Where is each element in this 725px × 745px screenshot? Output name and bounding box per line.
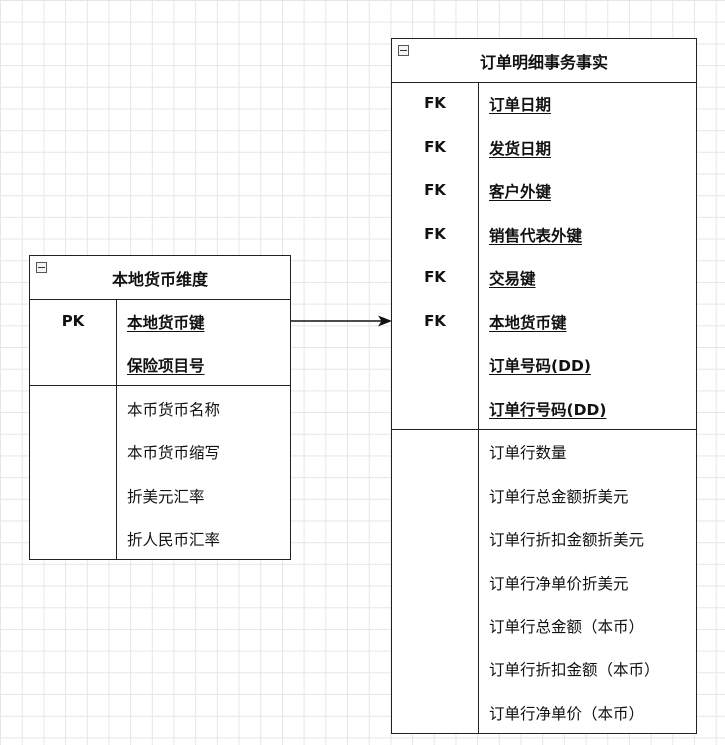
dimension-table[interactable]: 本地货币维度 PK 本地货币键 保险项目号 本币货币名称 本币货币缩写 折美元汇… (29, 255, 291, 560)
attribute: 订单行净单价折美元 (489, 575, 629, 593)
key-tag: FK (424, 94, 446, 112)
key-attribute: 订单日期 (489, 96, 552, 114)
key-attribute: 销售代表外键 (489, 227, 583, 245)
dimension-table-header: 本地货币维度 (30, 256, 290, 300)
fact-table[interactable]: 订单明细事务事实 FK 订单日期 FK 发货日期 FK 客户外键 FK 销售代表… (391, 38, 697, 734)
key-attribute: 订单号码(DD) (489, 357, 591, 375)
attribute: 折美元汇率 (127, 488, 205, 506)
collapse-icon[interactable] (398, 45, 409, 56)
key-tag: FK (424, 138, 446, 156)
dimension-table-divider (116, 299, 117, 559)
attribute: 订单行净单价（本币） (489, 705, 645, 723)
key-tag: FK (424, 312, 446, 330)
key-attribute: 订单行号码(DD) (489, 401, 607, 419)
key-attribute: 保险项目号 (127, 357, 205, 375)
key-attribute: 本地货币键 (489, 314, 567, 332)
fact-table-key-separator (392, 429, 696, 430)
key-attribute: 客户外键 (489, 183, 552, 201)
key-tag: FK (424, 268, 446, 286)
key-tag: PK (61, 312, 85, 330)
key-attribute: 交易键 (489, 270, 536, 288)
fact-table-header: 订单明细事务事实 (392, 39, 696, 83)
key-tag: FK (424, 181, 446, 199)
key-attribute: 本地货币键 (127, 314, 205, 332)
dimension-table-title: 本地货币维度 (111, 269, 208, 289)
arrow-head-icon (378, 315, 392, 327)
fact-table-divider (478, 82, 479, 733)
key-tag: FK (424, 225, 446, 243)
attribute: 订单行数量 (489, 444, 567, 462)
attribute: 订单行折扣金额（本币） (489, 661, 660, 679)
collapse-icon[interactable] (36, 262, 47, 273)
attribute: 订单行折扣金额折美元 (489, 531, 645, 549)
attribute: 折人民币汇率 (127, 531, 221, 549)
attribute: 订单行总金额折美元 (489, 488, 629, 506)
attribute: 本币货币名称 (127, 401, 221, 419)
dimension-table-key-separator (30, 385, 290, 386)
attribute: 本币货币缩写 (127, 444, 221, 462)
attribute: 订单行总金额（本币） (489, 618, 645, 636)
fact-table-title: 订单明细事务事实 (479, 52, 608, 72)
key-attribute: 发货日期 (489, 140, 552, 158)
